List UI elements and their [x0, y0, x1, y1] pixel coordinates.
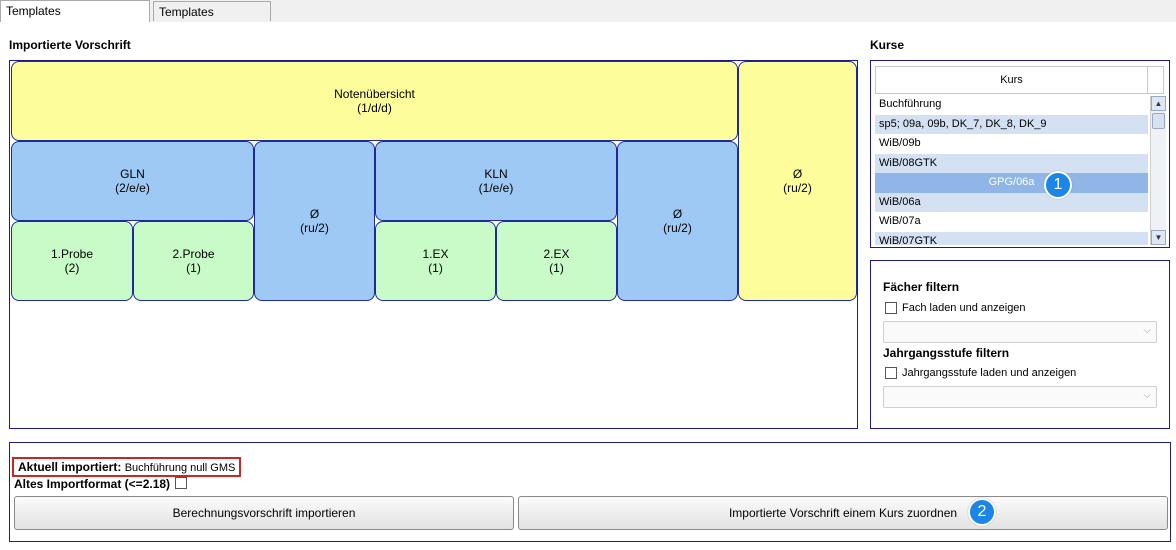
aktuell-importiert-value: Buchführung null GMS — [124, 462, 236, 474]
kurs-list: Buchführung sp5; 09a, 09b, DK_7, DK_8, D… — [875, 95, 1148, 245]
cell-name: KLN — [484, 167, 508, 181]
cell-name: 1.EX — [422, 247, 449, 261]
cell-ex-1[interactable]: 1.EX (1) — [375, 221, 496, 301]
fach-laden-label: Fach laden und anzeigen — [902, 302, 1026, 314]
cell-info: (1) — [428, 261, 443, 275]
vorschrift-title: Importierte Vorschrift — [9, 38, 131, 52]
kurs-item[interactable]: WiB/08GTK — [875, 153, 1148, 173]
jahrgang-laden-label: Jahrgangsstufe laden und anzeigen — [902, 367, 1077, 379]
cell-name: Ø — [672, 207, 683, 221]
chevron-down-icon: ⌵ — [1143, 325, 1151, 336]
callout-badge-2: 2 — [968, 498, 996, 526]
import-panel: Aktuell importiert: Buchführung null GMS… — [9, 442, 1171, 542]
cell-name: 1.Probe — [50, 247, 94, 261]
kurse-title: Kurse — [870, 38, 905, 52]
scroll-up-icon[interactable]: ▲ — [1151, 96, 1166, 111]
cell-info: (1/e/e) — [478, 181, 514, 195]
kurs-item-selected[interactable]: GPG/06a — [875, 173, 1148, 193]
cell-info: (1) — [549, 261, 564, 275]
cell-info: (2/e/e) — [115, 181, 150, 195]
filter-panel: Fächer filtern Fach laden und anzeigen ⌵… — [870, 260, 1170, 429]
cell-info: (ru/2) — [783, 181, 812, 195]
callout-badge-1: 1 — [1044, 171, 1072, 199]
scroll-thumb[interactable] — [1152, 113, 1165, 129]
jahrgang-laden-checkbox[interactable] — [885, 367, 897, 379]
kurs-item[interactable]: sp5; 09a, 09b, DK_7, DK_8, DK_9 — [875, 114, 1148, 134]
vorschrift-kurs-zuordnen-button[interactable]: Importierte Vorschrift einem Kurs zuordn… — [518, 496, 1168, 530]
vorschrift-tree: Notenübersicht (1/d/d) Ø (ru/2) GLN (2/e… — [9, 60, 858, 429]
cell-avg-total[interactable]: Ø (ru/2) — [738, 61, 857, 301]
cell-info: (1) — [186, 261, 201, 275]
cell-name: Ø — [792, 167, 803, 181]
fach-laden-checkbox[interactable] — [885, 302, 897, 314]
cell-info: (ru/2) — [300, 221, 329, 235]
jahrgang-filter-title: Jahrgangsstufe filtern — [883, 346, 1010, 360]
chevron-down-icon: ⌵ — [1143, 390, 1151, 401]
scroll-down-icon[interactable]: ▼ — [1151, 230, 1166, 245]
jahrgang-select[interactable]: ⌵ — [883, 386, 1157, 408]
tab-bar: Templates ex-/importieren Templates zuwe… — [0, 0, 1176, 39]
kurs-item[interactable]: WiB/09b — [875, 134, 1148, 154]
tab-templates-zuweisen[interactable]: Templates zuweisen — [153, 1, 271, 39]
kurs-item[interactable]: WiB/06a — [875, 192, 1148, 212]
cell-ex-2[interactable]: 2.EX (1) — [496, 221, 617, 301]
cell-probe-2[interactable]: 2.Probe (1) — [133, 221, 254, 301]
cell-name: 2.EX — [543, 247, 570, 261]
altes-importformat-checkbox[interactable] — [175, 477, 187, 489]
kurs-header-filler — [1148, 66, 1164, 94]
cell-name: Notenübersicht — [334, 87, 415, 101]
kurs-list-scrollbar[interactable]: ▲ ▼ — [1150, 96, 1166, 245]
cell-name: 2.Probe — [172, 247, 215, 261]
tab-templates-ex-importieren[interactable]: Templates ex-/importieren — [0, 0, 150, 38]
cell-info: (1/d/d) — [357, 101, 392, 115]
aktuell-importiert-highlight: Aktuell importiert: Buchführung null GMS — [12, 457, 242, 477]
cell-info: (2) — [64, 261, 80, 275]
kurs-item[interactable]: WiB/07a — [875, 212, 1148, 232]
cell-probe-1[interactable]: 1.Probe (2) — [11, 221, 133, 301]
aktuell-importiert-label: Aktuell importiert: — [18, 460, 122, 474]
cell-gln[interactable]: GLN (2/e/e) — [11, 141, 254, 221]
cell-info: (ru/2) — [663, 221, 692, 235]
kurs-column-header[interactable]: Kurs — [875, 66, 1148, 94]
cell-kln-avg[interactable]: Ø (ru/2) — [617, 141, 738, 301]
fach-select[interactable]: ⌵ — [883, 321, 1157, 343]
cell-name: GLN — [120, 167, 145, 181]
cell-notenuebersicht[interactable]: Notenübersicht (1/d/d) — [11, 61, 738, 141]
altes-importformat-label: Altes Importformat (<=2.18) — [14, 477, 171, 491]
cell-name: Ø — [309, 207, 320, 221]
cell-gln-avg[interactable]: Ø (ru/2) — [254, 141, 375, 301]
kurs-item[interactable]: Buchführung — [875, 95, 1148, 115]
berechnungsvorschrift-importieren-button[interactable]: Berechnungsvorschrift importieren — [14, 496, 514, 530]
faecher-filter-title: Fächer filtern — [883, 280, 960, 294]
kurse-panel: Kurs Buchführung sp5; 09a, 09b, DK_7, DK… — [870, 60, 1170, 248]
cell-kln[interactable]: KLN (1/e/e) — [375, 141, 617, 221]
kurs-item[interactable]: WiB/07GTK — [875, 231, 1148, 245]
